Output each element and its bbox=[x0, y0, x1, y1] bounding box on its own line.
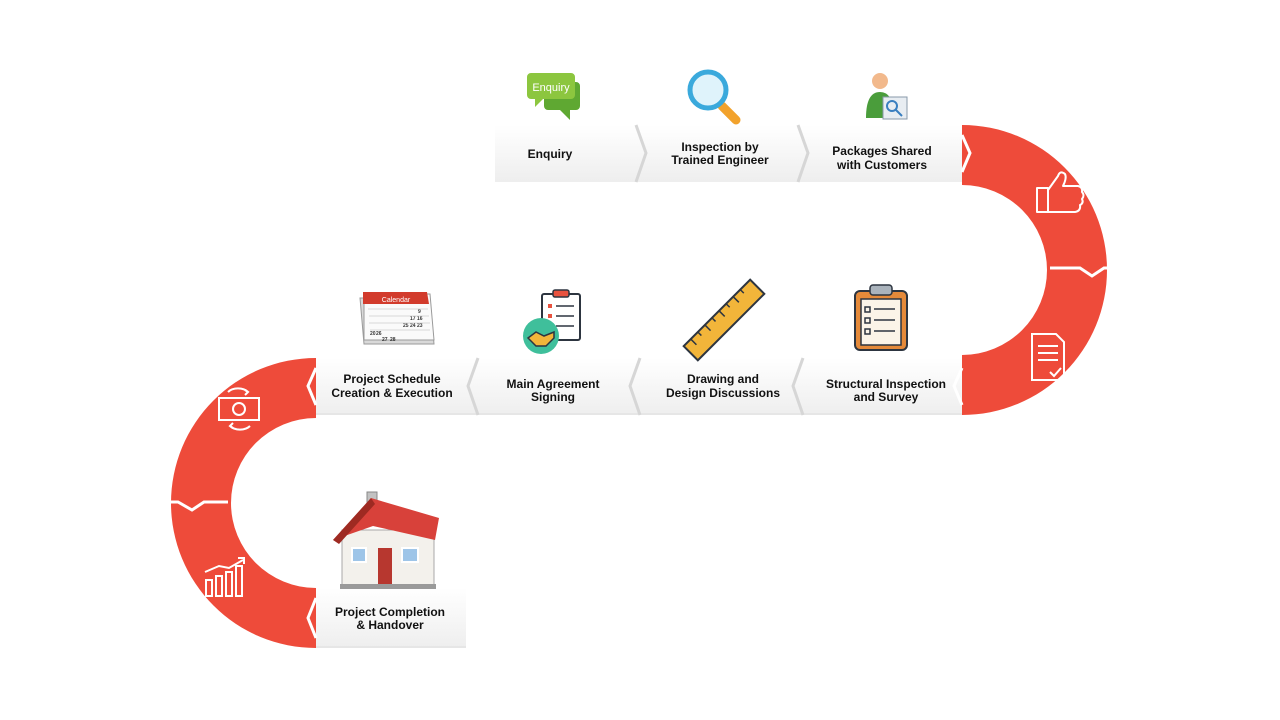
step-packages-label: Packages Shared bbox=[832, 144, 931, 158]
calendar-number: 24 bbox=[410, 323, 416, 329]
ruler-icon bbox=[682, 278, 766, 362]
enquiry-icon: Enquiry bbox=[527, 73, 580, 120]
calendar-number: 9 bbox=[418, 309, 421, 315]
curve-right bbox=[962, 125, 1107, 415]
step-packages-label-2: with Customers bbox=[836, 158, 927, 172]
calendar-number: 17 bbox=[410, 316, 416, 322]
calendar-number: 26 bbox=[376, 331, 382, 337]
person-document-icon bbox=[866, 73, 908, 120]
step-inspection-label: Inspection by bbox=[681, 140, 759, 154]
step-structural-label-2: and Survey bbox=[854, 390, 919, 404]
step-schedule-label-2: Creation & Execution bbox=[331, 386, 452, 400]
step-structural-label: Structural Inspection bbox=[826, 377, 946, 391]
calendar-number: 20 bbox=[370, 331, 376, 337]
step-completion-label: Project Completion bbox=[335, 605, 445, 619]
step-schedule-label: Project Schedule bbox=[343, 372, 441, 386]
row-2-separators bbox=[306, 357, 964, 416]
step-agreement-label: Main Agreement bbox=[507, 377, 600, 391]
calendar-number: 28 bbox=[390, 337, 396, 343]
step-inspection-label-2: Trained Engineer bbox=[671, 153, 769, 167]
calendar-icon-title: Calendar bbox=[382, 297, 411, 304]
step-drawing-label-2: Design Discussions bbox=[666, 386, 780, 400]
step-agreement-label-2: Signing bbox=[531, 390, 575, 404]
magnifier-icon bbox=[687, 69, 741, 125]
step-completion-label-2: & Handover bbox=[356, 618, 424, 632]
enquiry-icon-text: Enquiry bbox=[532, 82, 570, 94]
document-icon bbox=[1031, 333, 1065, 381]
row-3-separators bbox=[306, 597, 318, 639]
clipboard-icon bbox=[854, 284, 908, 351]
curve-right-divider bbox=[1050, 266, 1112, 278]
calendar-number: 25 bbox=[403, 323, 409, 329]
row-3-band bbox=[316, 588, 466, 648]
house-icon bbox=[333, 491, 439, 589]
thumbs-up-icon bbox=[1036, 171, 1085, 213]
row-1-band bbox=[495, 125, 962, 182]
row-1-separators bbox=[634, 124, 972, 183]
curve-left bbox=[171, 358, 316, 648]
step-enquiry-label: Enquiry bbox=[528, 147, 573, 161]
step-drawing-label: Drawing and bbox=[687, 372, 759, 386]
calendar-number: 27 bbox=[382, 337, 388, 343]
row-2-band bbox=[316, 358, 962, 415]
growth-chart-icon bbox=[204, 557, 245, 597]
money-transfer-icon bbox=[218, 387, 260, 431]
agreement-handshake-icon bbox=[523, 289, 581, 354]
calendar-number: 16 bbox=[417, 316, 423, 322]
curve-left-divider bbox=[166, 500, 228, 512]
calendar-icon: Calendar 9 16 23 17 24 25 20 26 27 28 bbox=[359, 292, 435, 345]
calendar-number: 23 bbox=[417, 323, 423, 329]
